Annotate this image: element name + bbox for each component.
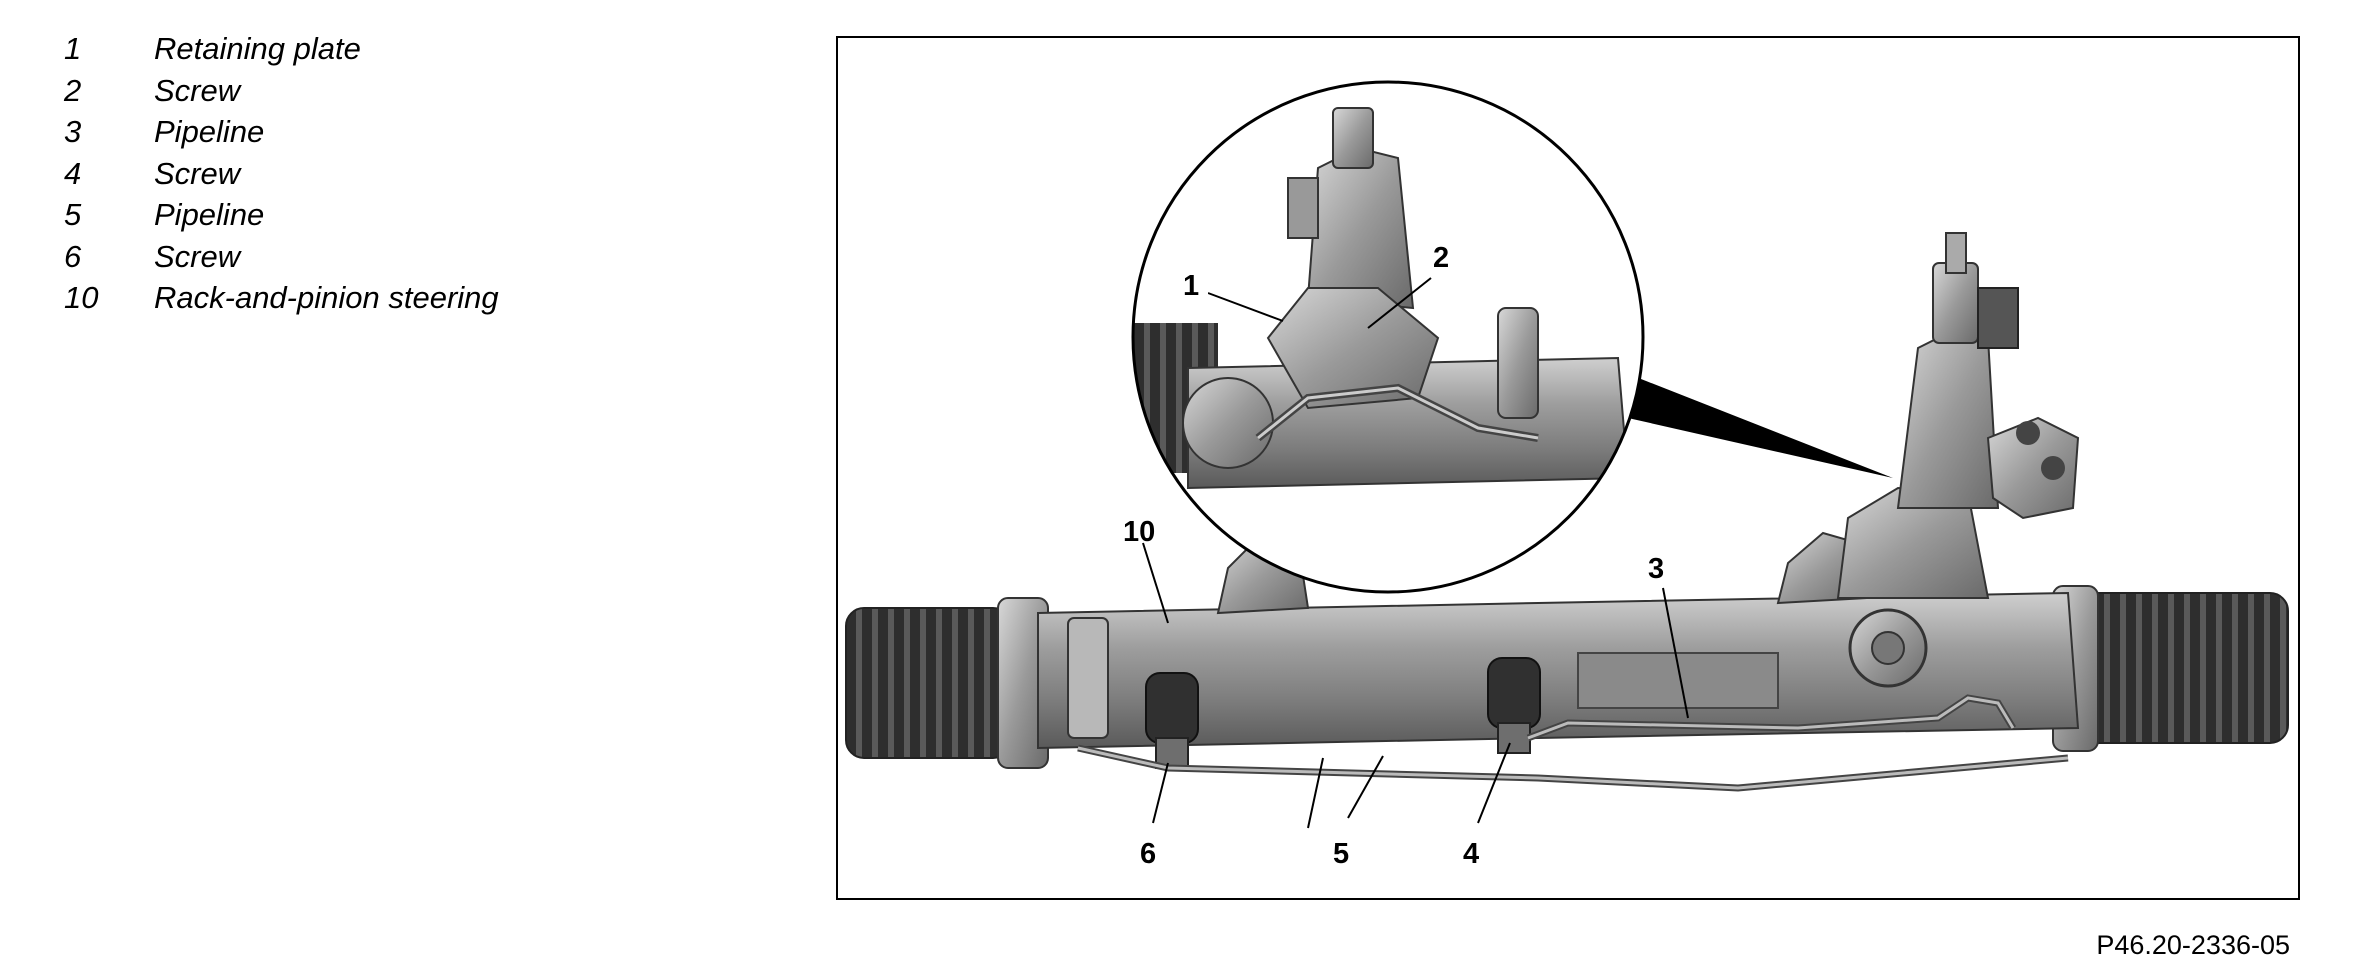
callout-label-5: 5	[1333, 838, 1349, 870]
legend-label: Retaining plate	[154, 31, 361, 66]
legend-label: Pipeline	[154, 197, 265, 232]
legend-number: 5	[64, 197, 82, 232]
legend-number: 3	[64, 114, 82, 149]
callout-2: 2	[1428, 238, 1458, 274]
callout-label-2: 2	[1433, 242, 1449, 274]
legend-number: 6	[64, 238, 82, 274]
callout-label-4: 4	[1463, 838, 1479, 870]
legend-number: 1	[64, 31, 82, 66]
legend-label: Screw	[154, 238, 241, 274]
callout-label-10: 10	[1123, 516, 1155, 548]
callout-label-6: 6	[1140, 838, 1156, 870]
figure-reference-id: P46.20-2336-05	[2096, 930, 2290, 960]
legend-number: 2	[64, 72, 82, 108]
steering-illustration: 1 2 3 4 5 6 10	[845, 80, 2289, 870]
leader-lines	[1142, 277, 1689, 829]
legend-label: Pipeline	[154, 114, 265, 149]
legend-item: 3 Pipeline	[64, 111, 499, 153]
legend-item: 1 Retaining plate	[64, 28, 499, 70]
steering-diagram-figure: 1 2 3 4 5 6 10	[836, 36, 2300, 900]
pipeline-5	[1077, 744, 2069, 792]
callout-label-1: 1	[1183, 270, 1199, 302]
pipeline-5-highlight	[1077, 746, 2069, 790]
pipeline-3-highlight	[1527, 696, 2015, 740]
screw-6	[1145, 672, 1199, 769]
legend-item: 5 Pipeline	[64, 194, 499, 236]
legend-label: Rack-and-pinion steering	[154, 280, 499, 315]
legend-item: 2 Screw	[64, 70, 499, 112]
right-bellows-boot	[2052, 585, 2289, 752]
legend-label: Screw	[154, 72, 241, 108]
detail-pointer	[1613, 368, 1893, 478]
legend-item: 10 Rack-and-pinion steering	[64, 277, 499, 319]
legend-item: 6 Screw	[64, 236, 499, 278]
left-bellows-boot	[845, 597, 1049, 769]
legend-item: 4 Screw	[64, 153, 499, 195]
callout-1: 1	[1178, 266, 1208, 302]
screw-4	[1487, 657, 1541, 754]
legend-number: 4	[64, 155, 82, 191]
callout-label-3: 3	[1648, 553, 1664, 585]
legend-label: Screw	[154, 155, 241, 191]
steering-valve-housing	[1836, 232, 2080, 688]
detail-magnifier	[1131, 80, 1645, 594]
legend-number: 10	[64, 280, 99, 315]
